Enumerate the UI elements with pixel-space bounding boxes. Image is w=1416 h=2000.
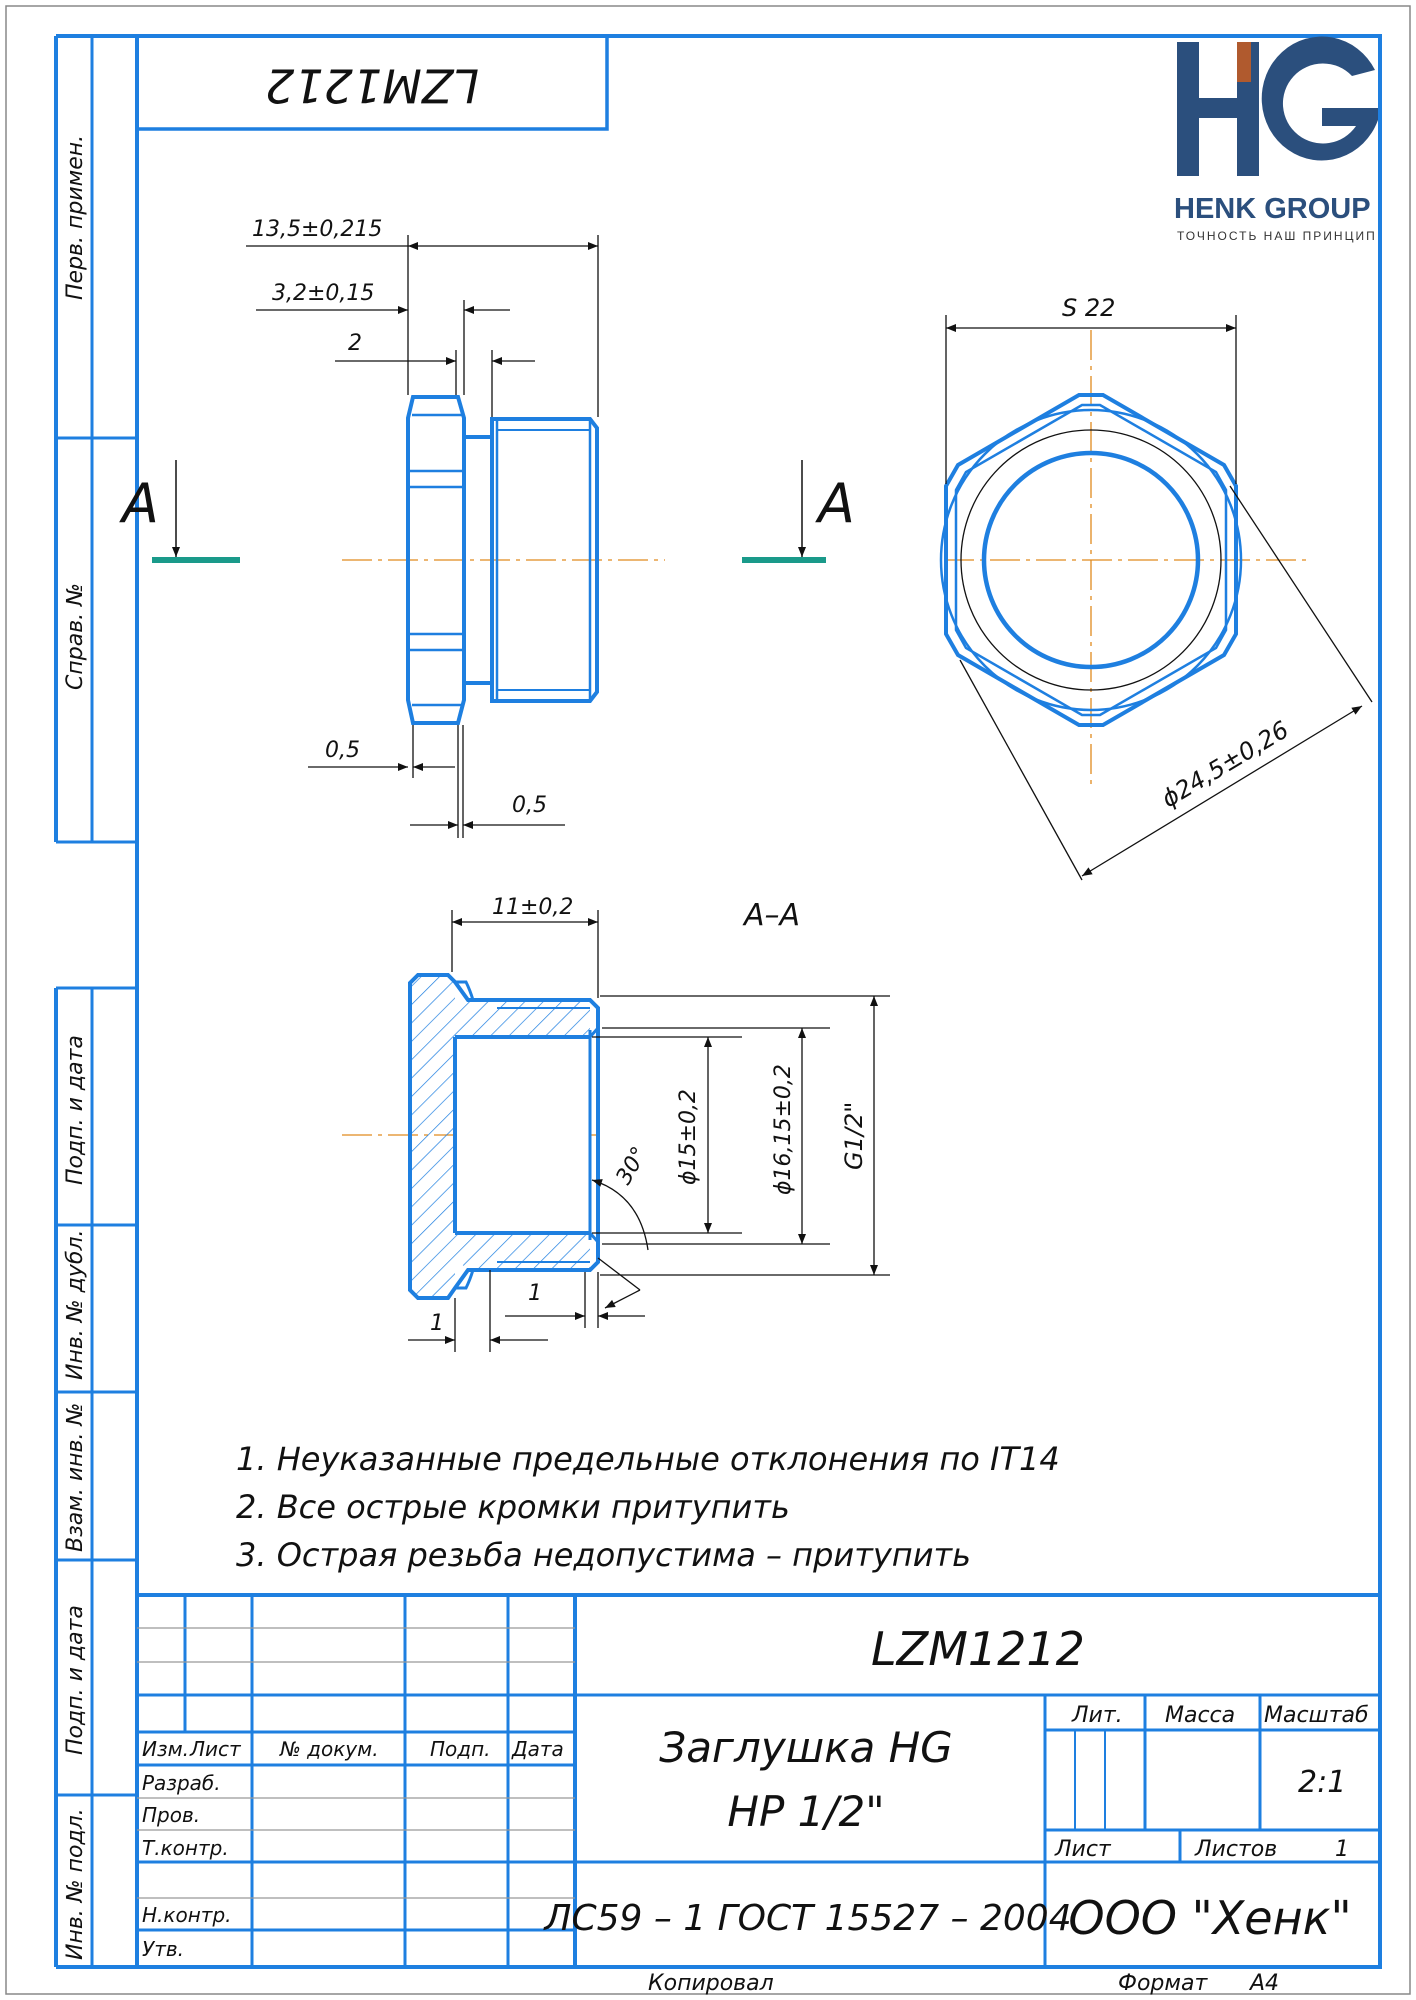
- format-value: А4: [1248, 1971, 1279, 1996]
- section-dimensions: [408, 910, 890, 1352]
- drawing-frame: [5, 5, 1411, 1995]
- role-tkontr: Т.контр.: [142, 1836, 229, 1860]
- material: ЛС59 – 1 ГОСТ 15527 – 2004: [542, 1898, 1071, 1939]
- side-label-podp-data: Подп. и дата: [63, 1035, 88, 1185]
- col-list: Лист: [189, 1737, 242, 1761]
- dim-across-corners: ϕ24,5±0,26: [1157, 716, 1294, 814]
- note-3: 3. Острая резьба недопустима – притупить: [236, 1536, 971, 1574]
- dim-bore: ϕ15±0,2: [676, 1089, 701, 1185]
- side-label-perv-primen: Перв. примен.: [63, 135, 88, 300]
- side-label-sprav: Справ. №: [63, 583, 88, 690]
- end-view-dimensions: [945, 315, 1373, 881]
- sheets-value: 1: [1335, 1837, 1349, 1862]
- dim-chamfer-a: 0,5: [325, 738, 360, 763]
- role-prov: Пров.: [142, 1803, 200, 1827]
- designation: LZM1212: [871, 1622, 1085, 1676]
- logo-name: HENK GROUP: [1174, 193, 1371, 225]
- col-doc: № докум.: [279, 1737, 379, 1761]
- scale-label: Масштаб: [1264, 1703, 1369, 1728]
- henk-group-logo: HENK GROUP ТОЧНОСТЬ НАШ ПРИНЦИП: [1174, 36, 1378, 243]
- section-view: [342, 973, 600, 1300]
- dim-angle: 30°: [612, 1143, 653, 1189]
- note-1: 1. Неуказанные предельные отклонения по …: [236, 1440, 1060, 1478]
- section-mark-left: А: [119, 472, 159, 535]
- mass-label: Масса: [1165, 1703, 1235, 1728]
- dim-len-thread: 11±0,2: [492, 895, 573, 920]
- dim-groove-b: 1: [528, 1281, 542, 1306]
- dim-across-flats: S 22: [1062, 294, 1115, 322]
- dim-len-total: 13,5±0,215: [252, 217, 382, 242]
- role-razrab: Разраб.: [142, 1771, 221, 1795]
- title-block-grid: [137, 1593, 1380, 1967]
- logo-slogan: ТОЧНОСТЬ НАШ ПРИНЦИП: [1177, 229, 1377, 243]
- sheet-label: Лист: [1054, 1837, 1112, 1862]
- note-2: 2. Все острые кромки притупить: [236, 1488, 790, 1526]
- code-rotated: LZM1212: [265, 59, 479, 113]
- side-label-inv-podl: Инв. № подл.: [63, 1808, 88, 1960]
- col-podp: Подп.: [430, 1737, 491, 1761]
- section-marks: [152, 460, 826, 563]
- col-izm: Изм.: [142, 1737, 189, 1761]
- sheets-label: Листов: [1194, 1837, 1277, 1862]
- company: ООО "Хенк": [1068, 1891, 1351, 1945]
- dim-chamfer-b: 0,5: [512, 793, 547, 818]
- side-label-podp-data-2: Подп. и дата: [63, 1605, 88, 1755]
- col-data: Дата: [511, 1737, 564, 1761]
- end-view: [939, 330, 1306, 790]
- section-title: А–А: [742, 898, 800, 933]
- front-view: [342, 395, 665, 725]
- dim-len-flange: 3,2±0,15: [272, 281, 374, 306]
- front-view-dimensions: [246, 235, 599, 838]
- dim-len-hex: 2: [348, 331, 362, 356]
- role-utv: Утв.: [142, 1937, 184, 1961]
- scale-value: 2:1: [1298, 1765, 1346, 1800]
- side-label-vzam-inv: Взам. инв. №: [63, 1403, 88, 1552]
- part-name-line2: НР 1/2": [727, 1787, 884, 1836]
- part-name-line1: Заглушка HG: [659, 1723, 952, 1772]
- dim-thread: G1/2": [840, 1102, 868, 1170]
- title-block-thin-rows: [137, 1627, 575, 1899]
- role-nkontr: Н.контр.: [142, 1903, 232, 1927]
- side-label-inv-dubl: Инв. № дубл.: [63, 1229, 88, 1380]
- section-mark-right: А: [815, 472, 855, 535]
- format-label: Формат: [1118, 1971, 1208, 1996]
- copied-label: Копировал: [648, 1971, 774, 1996]
- dim-thread-minor: ϕ16,15±0,2: [771, 1064, 796, 1195]
- dim-groove-a: 1: [430, 1311, 444, 1336]
- lit-label: Лит.: [1071, 1703, 1123, 1728]
